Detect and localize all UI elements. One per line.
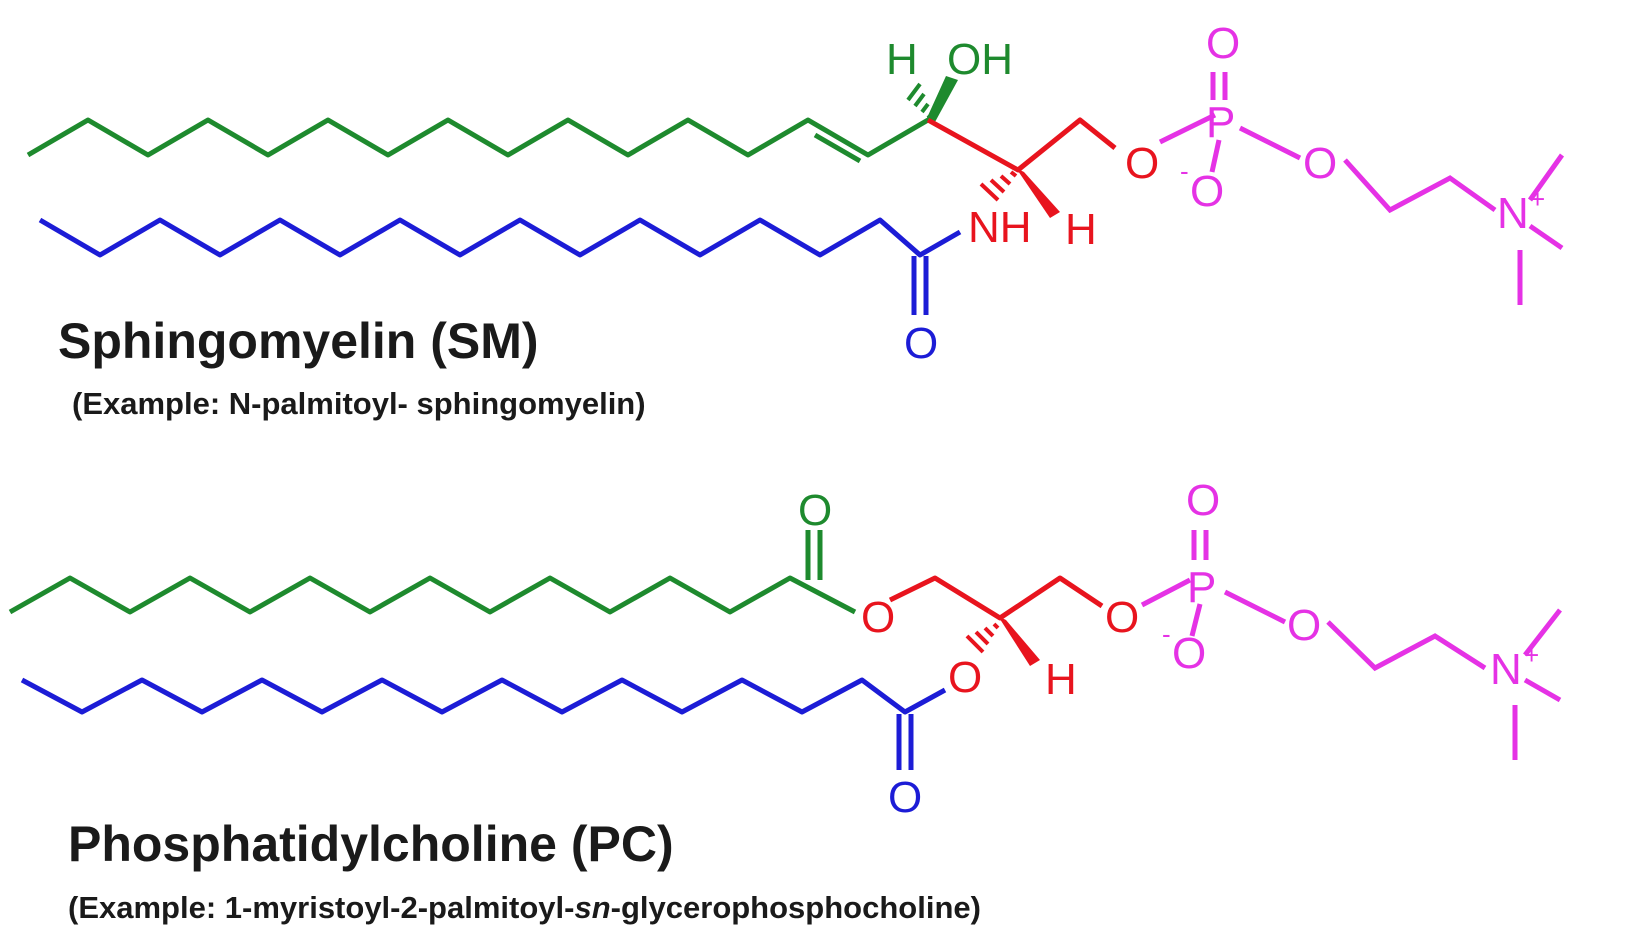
sm-title: Sphingomyelin (SM)	[58, 313, 539, 369]
pc-atom-p-o-minus: O	[1172, 629, 1206, 678]
sm-caption: (Example: N-palmitoyl- sphingomyelin)	[72, 386, 646, 421]
pc-atom-p: P	[1187, 563, 1216, 612]
sm-hash-wedge-nh	[979, 170, 1018, 202]
pc-atom-o-ester-2: O	[948, 653, 982, 702]
pc-title: Phosphatidylcholine (PC)	[68, 816, 674, 872]
sm-structure: H OH NH H O O	[26, 19, 1565, 368]
sm-atom-p-o-top: O	[1206, 19, 1240, 68]
pc-atom-o-carbonyl-bottom: O	[888, 773, 922, 822]
sm-minus-sign: -	[1180, 156, 1189, 186]
sm-backbone	[926, 117, 1117, 173]
pc-solid-wedge-h	[998, 616, 1040, 666]
pc-atom-p-o-top: O	[1186, 476, 1220, 525]
pc-plus-sign: +	[1524, 640, 1539, 670]
sm-atom-oh: OH	[947, 35, 1013, 84]
sm-atom-h-top: H	[886, 35, 918, 84]
sm-atom-amide-o: O	[904, 319, 938, 368]
pc-myristoyl-chain	[8, 575, 857, 615]
pc-atom-o-carbonyl-top: O	[798, 486, 832, 535]
sm-atom-ester-o: O	[1125, 139, 1159, 188]
pc-atom-p-o-right: O	[1287, 601, 1321, 650]
sm-solid-wedge-h	[1016, 168, 1060, 218]
sm-atom-nh: NH	[968, 203, 1032, 252]
pc-phosphocholine	[1140, 530, 1562, 760]
pc-atom-h: H	[1045, 655, 1077, 704]
sm-atom-h-right: H	[1065, 205, 1097, 254]
pc-hash-wedge-o	[965, 622, 1000, 654]
sm-solid-wedge-oh	[926, 76, 958, 122]
sm-plus-sign: +	[1530, 184, 1545, 214]
pc-caption-pre: (Example: 1-myristoyl-2-palmitoyl-	[68, 890, 575, 925]
pc-palmitoyl-chain	[20, 677, 947, 715]
sm-hash-wedge-h	[906, 82, 932, 120]
sm-atom-n: N	[1497, 189, 1529, 238]
pc-caption-italic: sn	[574, 890, 611, 925]
sm-atom-p-o-right: O	[1303, 139, 1337, 188]
sm-double-bond	[813, 132, 862, 164]
sm-acyl-chain	[38, 217, 962, 258]
pc-caption-post: -glycerophosphocholine)	[610, 890, 981, 925]
pc-minus-sign: -	[1162, 619, 1171, 649]
sm-phosphocholine	[1158, 72, 1565, 305]
pc-caption: (Example: 1-myristoyl-2-palmitoyl-sn-gly…	[68, 890, 981, 926]
sm-atom-p-o-minus: O	[1190, 167, 1224, 216]
pc-atom-o-ester-1: O	[861, 593, 895, 642]
pc-backbone	[888, 575, 1104, 621]
pc-atom-n: N	[1490, 645, 1522, 694]
pc-atom-o-phosphate-left: O	[1105, 593, 1139, 642]
sm-atom-p: P	[1206, 98, 1235, 147]
sm-sphingosine-chain	[26, 117, 930, 158]
pc-structure: O O O O H O	[8, 476, 1562, 822]
